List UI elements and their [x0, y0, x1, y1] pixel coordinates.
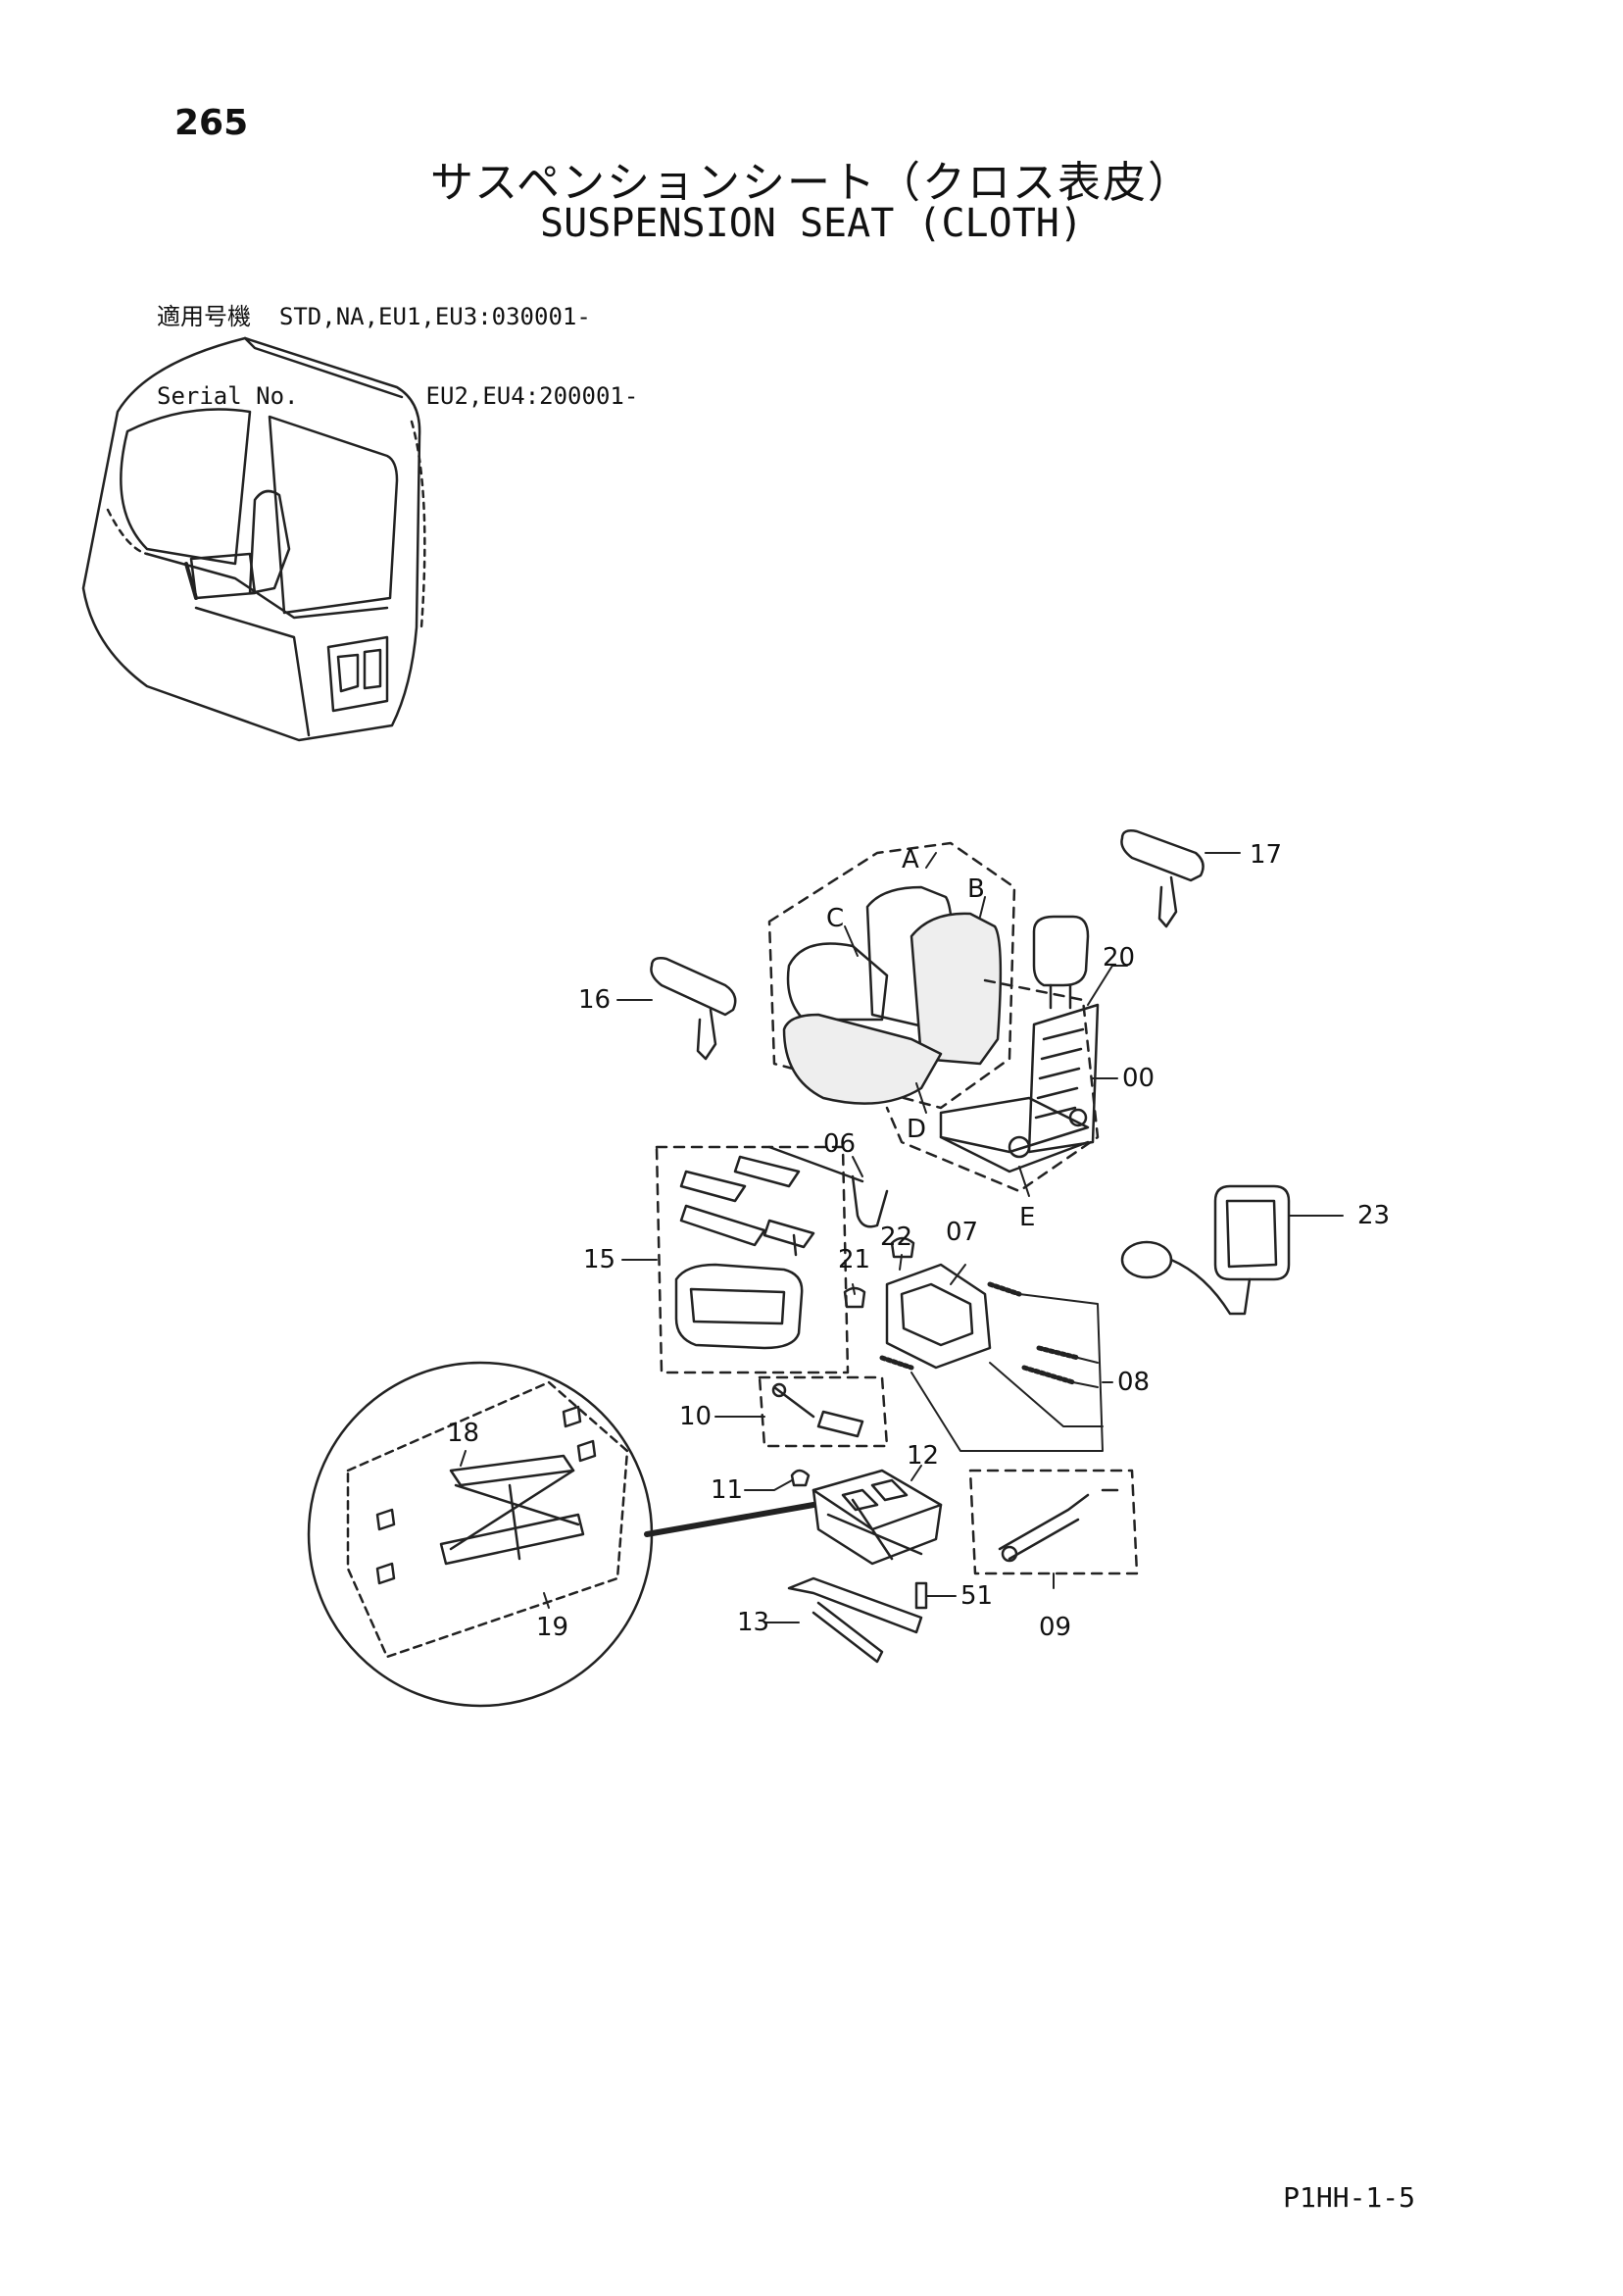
callout-21: 21 — [838, 1245, 870, 1274]
part-group-09 — [968, 1469, 1139, 1575]
callout-17: 17 — [1250, 840, 1282, 870]
callout-07: 07 — [946, 1218, 978, 1247]
headrest-20 — [1032, 915, 1090, 1010]
callout-16: 16 — [578, 985, 611, 1015]
armrest-17 — [1120, 829, 1205, 928]
callout-D: D — [907, 1115, 926, 1144]
callout-labels: A B C D E 17 20 16 00 06 23 07 22 21 15 … — [447, 840, 1390, 1642]
callout-12: 12 — [907, 1441, 939, 1471]
leader-lines — [460, 852, 1344, 1623]
callout-22: 22 — [880, 1223, 912, 1252]
callout-20: 20 — [1103, 943, 1135, 973]
part-group-15 — [655, 1145, 850, 1374]
detail-circle — [307, 1361, 816, 1708]
callout-10: 10 — [679, 1402, 712, 1431]
armrest-16 — [650, 957, 737, 1061]
serial-applicability: 適用号機 STD,NA,EU1,EU3:030001- Serial No. E… — [157, 251, 638, 436]
lumbar-pump-23 — [1120, 1184, 1291, 1316]
serial-label-jp: 適用号機 — [157, 303, 251, 330]
callout-23: 23 — [1357, 1201, 1390, 1230]
callout-11: 11 — [711, 1475, 743, 1505]
serial-line-2: EU2,EU4:200001- — [425, 382, 639, 410]
seat-frame-00 — [939, 1003, 1100, 1173]
callout-15: 15 — [583, 1245, 615, 1274]
base-07 — [843, 1236, 992, 1370]
springs-08 — [879, 1281, 1104, 1452]
callout-09: 09 — [1039, 1613, 1071, 1642]
callout-C: C — [826, 904, 844, 933]
part-group-10 — [758, 1375, 889, 1448]
scissor-base-12 — [812, 1469, 943, 1566]
part-11 — [790, 1469, 811, 1487]
callout-13: 13 — [737, 1608, 769, 1637]
serial-line-1: STD,NA,EU1,EU3:030001- — [278, 303, 591, 330]
callout-00: 00 — [1122, 1064, 1155, 1093]
callout-08: 08 — [1117, 1368, 1150, 1397]
callout-51: 51 — [960, 1581, 993, 1611]
callout-B: B — [967, 874, 985, 904]
seat-assembly — [767, 841, 1100, 1193]
callout-19: 19 — [536, 1613, 568, 1642]
page-title-japanese: サスペンションシート（クロス表皮） — [429, 158, 1194, 208]
page-title-english: SUSPENSION SEAT (CLOTH) — [540, 201, 1083, 246]
bolt-51 — [914, 1581, 928, 1610]
handle-13 — [787, 1576, 923, 1664]
cab-locator-illustration — [81, 336, 426, 742]
footer-code: P1HH-1-5 — [1283, 2181, 1415, 2214]
callout-18: 18 — [447, 1419, 479, 1448]
cable-06 — [767, 1145, 889, 1228]
page-number: 265 — [174, 103, 249, 143]
callout-E: E — [1019, 1203, 1035, 1232]
serial-label-en: Serial No. — [157, 382, 299, 410]
callout-A: A — [902, 845, 919, 874]
callout-06: 06 — [823, 1129, 856, 1159]
